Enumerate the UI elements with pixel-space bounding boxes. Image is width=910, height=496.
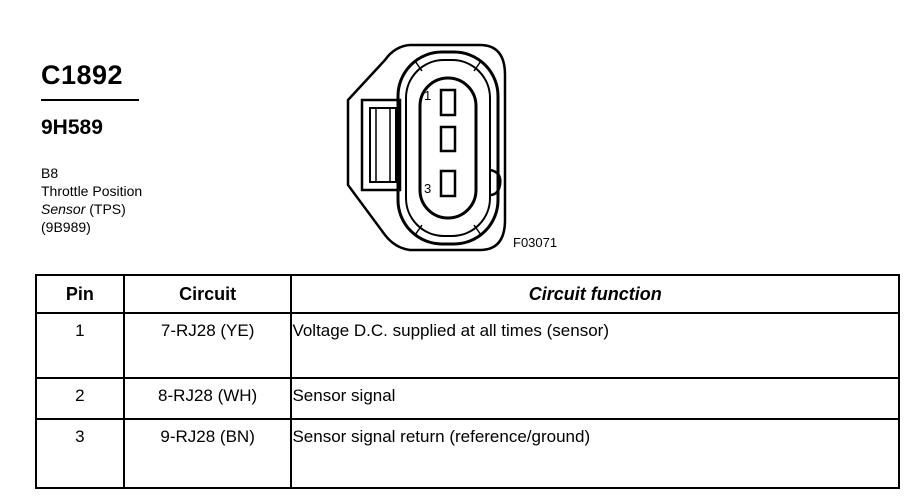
pin-2-terminal [439,125,457,153]
component-name-italic: Sensor [41,201,86,217]
function-cell: Voltage D.C. supplied at all times (sens… [290,312,900,379]
connector-rim-outer [396,50,500,246]
connector-face-diagram [346,43,507,252]
component-name-line1: Throttle Position [41,183,143,199]
connector-rim-inner [405,59,491,237]
pin-1-terminal [439,88,457,117]
component-name-line2: Sensor (TPS) [41,200,142,218]
circuit-cell: 9-RJ28 (BN) [122,418,293,489]
header-circuit: Circuit [122,274,293,314]
pin-cell: 3 [35,418,125,489]
circuit-cell: 7-RJ28 (YE) [122,312,293,379]
header-circuit-function: Circuit function [290,274,900,314]
component-info: B8 Throttle Position Sensor (TPS) (9B989… [41,164,142,236]
table-header-row: Pin Circuit Circuit function [35,274,900,314]
pin-cell: 1 [35,312,125,379]
connector-id: C1892 [41,60,124,90]
pin-3-label: 3 [424,181,432,196]
terminal-cavity [418,76,478,220]
pin-1-label: 1 [424,88,432,103]
figure-code: F03071 [513,235,558,250]
pin-3-terminal [439,169,457,198]
table-row: 3 9-RJ28 (BN) Sensor signal return (refe… [35,418,900,489]
part-number: 9H589 [41,116,103,139]
table-row: 2 8-RJ28 (WH) Sensor signal [35,377,900,420]
polarizing-key [489,168,502,197]
circuit-cell: 8-RJ28 (WH) [122,377,293,420]
function-cell: Sensor signal [290,377,900,420]
locking-tab-outer [360,98,402,192]
connector-id-underline [41,99,139,101]
table-row: 1 7-RJ28 (YE) Voltage D.C. supplied at a… [35,312,900,379]
header-pin: Pin [35,274,125,314]
locking-tab-inner [369,107,397,183]
function-cell: Sensor signal return (reference/ground) [290,418,900,489]
component-part-ref: (9B989) [41,219,91,235]
component-location: B8 [41,165,59,181]
pinout-table: Pin Circuit Circuit function 1 7-RJ28 (Y… [35,274,900,489]
pin-cell: 2 [35,377,125,420]
connector-housing-outline [346,43,507,252]
component-name-rest: (TPS) [85,201,126,217]
